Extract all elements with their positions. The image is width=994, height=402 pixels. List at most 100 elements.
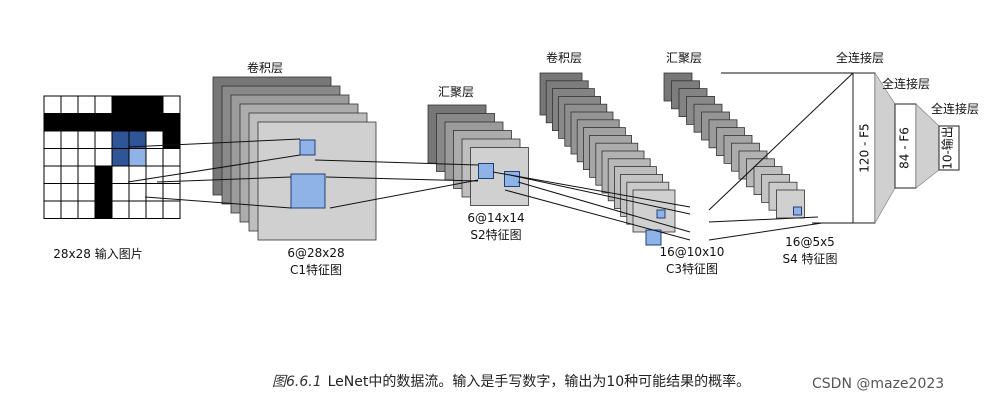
input-pixel — [145, 113, 164, 132]
input-pixel — [162, 95, 181, 114]
connection-line — [517, 181, 691, 233]
s2-window — [478, 163, 494, 179]
s2-size-label: 6@14x14 — [467, 211, 524, 225]
input-pixel — [162, 113, 181, 132]
connection-line — [492, 171, 691, 208]
s2-window — [504, 171, 520, 187]
c1-window — [299, 139, 316, 156]
input-pixel — [94, 183, 113, 202]
connection-line — [509, 174, 691, 215]
input-pixel — [162, 200, 181, 219]
input-pixel — [60, 165, 79, 184]
f5-text: 120 - F5 — [858, 123, 872, 172]
c3-name-label: C3特征图 — [666, 261, 718, 276]
input-pixel — [111, 200, 130, 219]
c3-size-label: 16@10x10 — [660, 245, 725, 259]
c1-window — [290, 173, 326, 209]
f5-top-label: 全连接层 — [836, 50, 884, 65]
connection-line — [127, 138, 301, 148]
input-pixel — [162, 130, 181, 149]
input-pixel — [77, 113, 96, 132]
input-pixel — [77, 183, 96, 202]
s2-top-label: 汇聚层 — [438, 85, 474, 99]
connection-line — [708, 72, 854, 211]
out-text: 10-输出 — [940, 126, 955, 170]
connection-lines — [127, 72, 854, 241]
input-pixel — [43, 113, 62, 132]
figure-number: 图6.6.1 — [272, 374, 322, 390]
c1-name-label: C1特征图 — [290, 262, 342, 277]
input-pixel — [43, 130, 62, 149]
input-pixel — [77, 130, 96, 149]
input-pixel — [43, 165, 62, 184]
input-pixel — [94, 148, 113, 167]
input-pixel — [128, 95, 147, 114]
input-pixel — [128, 200, 147, 219]
input-pixel — [77, 95, 96, 114]
input-pixel — [94, 165, 113, 184]
f6-top-label: 全连接层 — [882, 76, 930, 91]
caption-text: LeNet中的数据流。输入是手写数字，输出为10种可能结果的概率。 — [327, 374, 751, 390]
connection-line — [156, 176, 292, 183]
connection-line — [329, 179, 479, 209]
dense-layers — [852, 71, 960, 225]
s4-window — [793, 206, 802, 216]
c1-top-label: 卷积层 — [247, 60, 283, 75]
input-pixel — [111, 183, 130, 202]
connection-line — [127, 154, 301, 183]
input-pixel — [145, 200, 164, 219]
input-pixel — [128, 183, 147, 202]
figure-caption: 图6.6.1 LeNet中的数据流。输入是手写数字，输出为10种可能结果的概率。 — [272, 371, 750, 391]
s2-name-label: S2特征图 — [470, 227, 521, 242]
input-pixel — [43, 200, 62, 219]
c3-window — [656, 209, 666, 219]
input-pixel — [111, 95, 130, 114]
c3-feature-maps — [539, 72, 676, 246]
input-pixel — [77, 148, 96, 167]
s4-size-label: 16@5x5 — [785, 235, 835, 249]
input-pixel — [60, 113, 79, 132]
input-pixel — [94, 200, 113, 219]
input-image — [43, 95, 181, 219]
input-pixel — [111, 130, 130, 149]
s4-name-label: S4 特征图 — [782, 251, 837, 266]
input-pixel — [94, 130, 113, 149]
s2-feature-maps — [427, 104, 529, 206]
input-pixel — [145, 165, 164, 184]
input-pixel — [145, 148, 164, 167]
c3-top-label: 卷积层 — [546, 50, 582, 65]
watermark: CSDN @maze2023 — [812, 376, 945, 392]
input-pixel — [43, 95, 62, 114]
connection-line — [708, 222, 823, 241]
input-pixel — [77, 200, 96, 219]
input-pixel — [60, 148, 79, 167]
connection-line — [144, 196, 292, 209]
f5-f6-connector — [874, 71, 896, 225]
input-pixel — [77, 165, 96, 184]
input-pixel — [111, 148, 130, 167]
input-pixel — [162, 148, 181, 167]
f6-out-connector — [915, 103, 940, 189]
c3-window — [645, 229, 662, 246]
input-pixel — [43, 183, 62, 202]
input-label: 28x28 输入图片 — [53, 246, 142, 261]
input-pixel — [128, 148, 147, 167]
connection-line — [708, 216, 819, 223]
input-pixel — [60, 95, 79, 114]
input-pixel — [111, 165, 130, 184]
c1-feature-maps — [212, 76, 377, 241]
connection-line — [314, 159, 479, 166]
out-top-label: 全连接层 — [931, 101, 979, 116]
input-pixel — [94, 95, 113, 114]
input-pixel — [145, 95, 164, 114]
input-pixel — [128, 113, 147, 132]
input-pixel — [60, 130, 79, 149]
s4-feature-maps — [663, 72, 805, 219]
input-pixel — [60, 200, 79, 219]
connection-line — [325, 176, 479, 182]
input-pixel — [60, 183, 79, 202]
s4-top-label: 汇聚层 — [666, 51, 702, 65]
c1-size-label: 6@28x28 — [287, 246, 344, 260]
connection-line — [504, 189, 691, 241]
